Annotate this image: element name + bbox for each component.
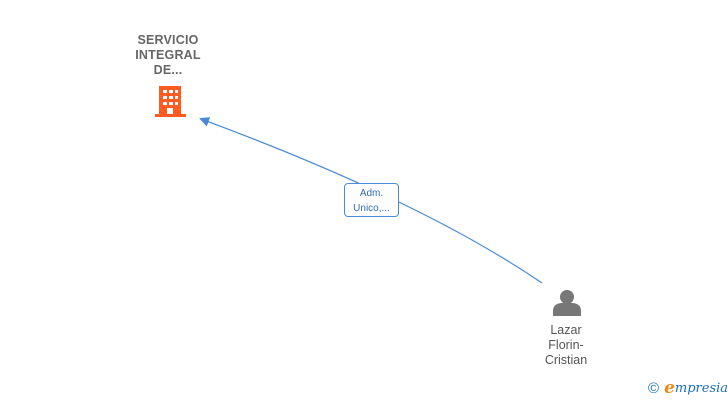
building-icon[interactable] (155, 86, 186, 117)
company-name-line: INTEGRAL (135, 48, 201, 62)
person-name-line: Florin- (548, 338, 584, 352)
company-name[interactable]: SERVICIO INTEGRAL DE... (118, 33, 218, 78)
company-name-line: SERVICIO (137, 33, 199, 47)
person-icon[interactable] (553, 290, 581, 316)
person-name[interactable]: Lazar Florin- Cristian (526, 323, 606, 368)
copyright-icon: © (648, 379, 660, 397)
relation-label-line: Unico,... (353, 203, 390, 214)
brand-logo-initial: e (664, 378, 675, 398)
brand-logo[interactable]: © e mpresia (648, 378, 728, 398)
brand-logo-text: mpresia (674, 380, 728, 396)
person-name-line: Cristian (544, 353, 588, 367)
company-name-line: DE... (153, 63, 183, 77)
relation-label-line: Adm. (359, 188, 384, 199)
relation-label[interactable]: Adm. Unico,... (344, 183, 399, 217)
person-name-line: Lazar (550, 323, 582, 337)
